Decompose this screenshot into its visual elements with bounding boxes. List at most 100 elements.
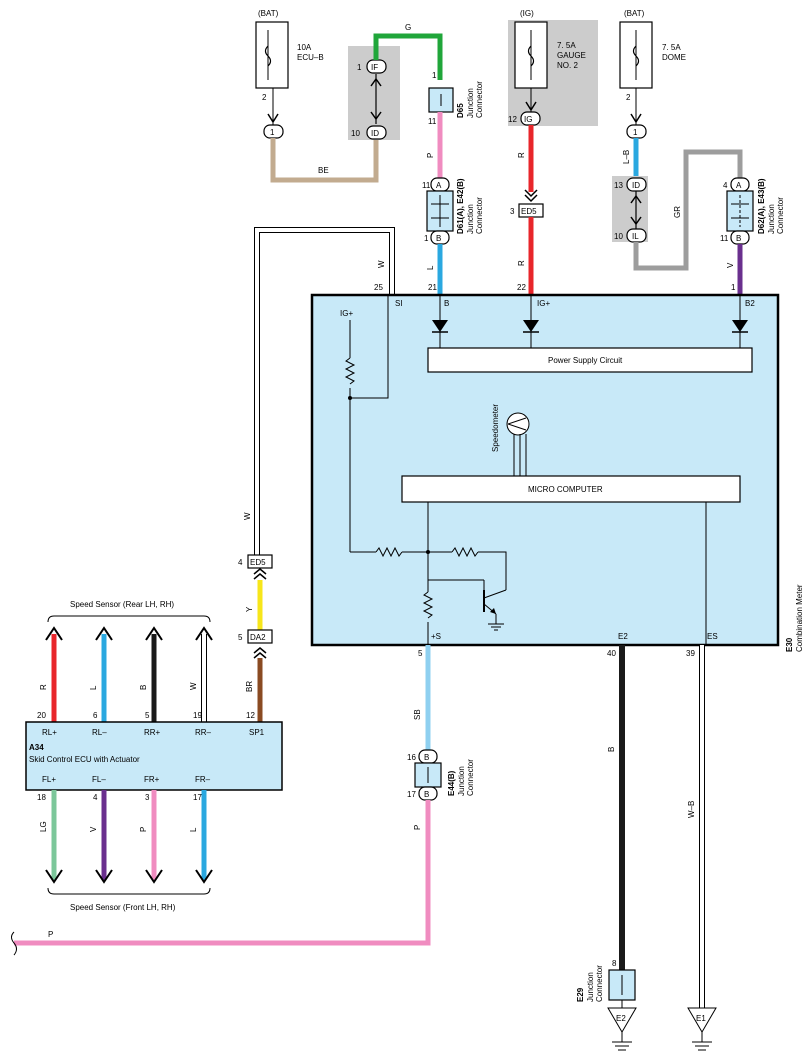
svg-text:6: 6	[93, 711, 98, 720]
svg-text:ES: ES	[707, 632, 718, 641]
wire-break-icon	[11, 931, 17, 956]
svg-text:ED5: ED5	[250, 558, 266, 567]
skid-control-ecu-box	[25, 721, 283, 791]
svg-text:11: 11	[428, 117, 437, 126]
micro-computer	[401, 475, 741, 503]
svg-text:Junction: Junction	[457, 766, 466, 796]
svg-text:B: B	[607, 747, 616, 752]
svg-text:W–B: W–B	[687, 801, 696, 818]
svg-text:B: B	[424, 753, 429, 762]
svg-text:SP1: SP1	[249, 728, 265, 737]
svg-text:GAUGE: GAUGE	[557, 51, 586, 60]
svg-text:11: 11	[720, 234, 729, 243]
svg-text:4: 4	[723, 181, 728, 190]
svg-text:RL–: RL–	[92, 728, 107, 737]
svg-text:1: 1	[424, 234, 429, 243]
svg-text:A: A	[436, 181, 442, 190]
bat1-fuse-name: ECU–B	[297, 53, 324, 62]
svg-text:G: G	[405, 23, 411, 32]
svg-text:D62(A), E43(B): D62(A), E43(B)	[757, 178, 766, 234]
svg-text:18: 18	[37, 793, 46, 802]
svg-text:P: P	[48, 930, 53, 939]
svg-text:4: 4	[238, 558, 243, 567]
svg-text:7. 5A: 7. 5A	[557, 41, 576, 50]
svg-text:E29: E29	[576, 987, 585, 1002]
svg-text:SB: SB	[413, 709, 422, 720]
svg-text:Connector: Connector	[595, 965, 604, 1002]
svg-text:B: B	[139, 685, 148, 690]
bat1-label: (BAT)	[258, 9, 279, 18]
ecu-code: A34	[29, 743, 44, 752]
svg-text:RR–: RR–	[195, 728, 212, 737]
diode-icon	[432, 295, 448, 348]
svg-text:3: 3	[145, 793, 150, 802]
svg-text:R: R	[39, 684, 48, 690]
svg-text:3: 3	[510, 207, 515, 216]
d65-code: D65	[456, 103, 465, 118]
svg-text:Junction: Junction	[586, 972, 595, 1002]
speedometer-icon	[506, 412, 530, 436]
svg-text:B: B	[444, 299, 449, 308]
svg-text:IG+: IG+	[537, 299, 550, 308]
front-speed-sensor-label: Speed Sensor (Front LH, RH)	[70, 903, 176, 912]
ground-e1-icon	[687, 1007, 717, 1033]
svg-text:IG: IG	[524, 115, 532, 124]
svg-text:13: 13	[614, 181, 623, 190]
svg-text:Connector: Connector	[475, 81, 484, 118]
svg-text:NO. 2: NO. 2	[557, 61, 578, 70]
svg-text:Junction: Junction	[767, 204, 776, 234]
svg-text:12: 12	[508, 115, 517, 124]
svg-text:25: 25	[374, 283, 383, 292]
svg-text:10: 10	[351, 129, 360, 138]
wire-w-si	[255, 228, 394, 555]
meter-name: Combination Meter	[795, 584, 804, 652]
svg-text:40: 40	[607, 649, 616, 658]
svg-text:8: 8	[612, 959, 617, 968]
svg-text:L: L	[189, 827, 198, 832]
svg-text:BR: BR	[245, 681, 254, 692]
svg-text:+S: +S	[431, 632, 441, 641]
svg-text:Connector: Connector	[776, 197, 785, 234]
svg-text:2: 2	[626, 93, 631, 102]
svg-text:BE: BE	[318, 166, 329, 175]
svg-text:IL: IL	[632, 232, 639, 241]
svg-text:1: 1	[270, 128, 275, 137]
rear-speed-sensor-label: Speed Sensor (Rear LH, RH)	[70, 600, 174, 609]
svg-text:B: B	[436, 234, 441, 243]
svg-text:4: 4	[93, 793, 98, 802]
bat-ecu-b-fuse-group: (BAT) 10A ECU–B 2 1	[255, 9, 324, 139]
svg-text:FR–: FR–	[195, 775, 211, 784]
diode-icon	[523, 295, 539, 348]
svg-text:RL+: RL+	[42, 728, 57, 737]
svg-text:E1: E1	[696, 1014, 706, 1023]
svg-text:A: A	[736, 181, 742, 190]
svg-text:10: 10	[614, 232, 623, 241]
svg-text:P: P	[139, 827, 148, 832]
svg-text:V: V	[726, 262, 735, 268]
svg-text:B2: B2	[745, 299, 755, 308]
ground-e2-icon	[607, 1007, 637, 1033]
svg-text:GR: GR	[673, 206, 682, 218]
svg-text:DA2: DA2	[250, 633, 266, 642]
svg-text:5: 5	[418, 649, 423, 658]
da2-connector	[247, 629, 273, 644]
bat1-pin: 2	[262, 93, 267, 102]
svg-text:7. 5A: 7. 5A	[662, 43, 681, 52]
svg-text:W: W	[377, 260, 386, 268]
svg-text:1: 1	[633, 128, 638, 137]
svg-text:ID: ID	[371, 129, 379, 138]
svg-text:1: 1	[731, 283, 736, 292]
diode-icon	[732, 295, 748, 348]
svg-text:V: V	[89, 826, 98, 832]
wire-p-bottom	[14, 800, 431, 946]
svg-text:1: 1	[432, 71, 437, 80]
svg-text:5: 5	[238, 633, 243, 642]
svg-text:19: 19	[193, 711, 202, 720]
svg-text:39: 39	[686, 649, 695, 658]
svg-text:22: 22	[517, 283, 526, 292]
bat1-fuse-rating: 10A	[297, 43, 312, 52]
meter-code: E30	[785, 637, 794, 652]
svg-text:(IG): (IG)	[520, 9, 534, 18]
svg-text:FL+: FL+	[42, 775, 56, 784]
